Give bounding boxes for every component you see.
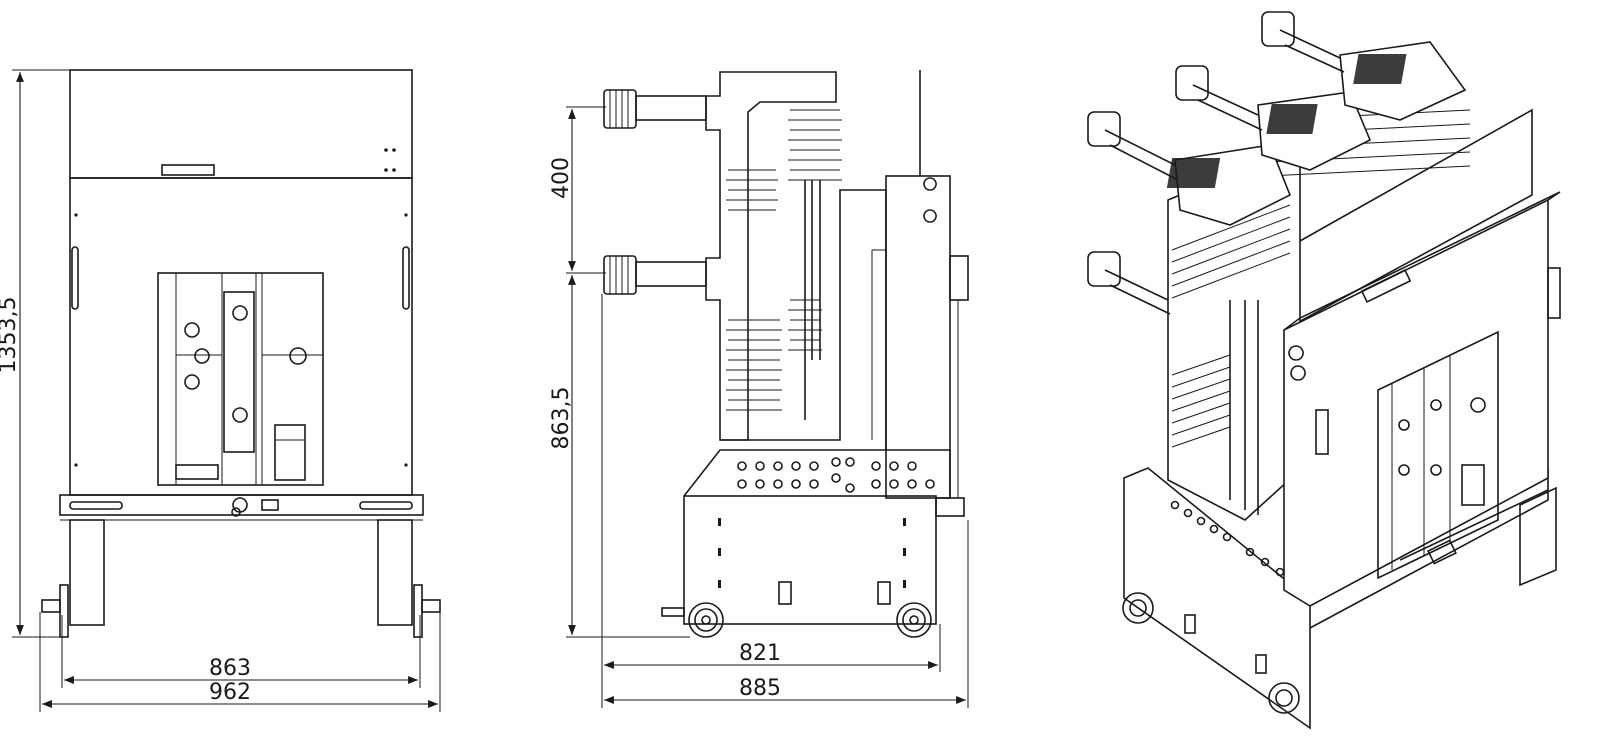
dim-front-outer-width: 962 — [209, 680, 251, 705]
dim-side-lower-height: 863,5 — [549, 387, 574, 450]
dim-front-height: 1353,5 — [0, 297, 21, 374]
side-view — [603, 70, 969, 638]
isometric-view — [1087, 11, 1561, 730]
dim-side-inner-width: 821 — [739, 641, 781, 666]
side-dimensions: 400 863,5 821 885 — [549, 106, 969, 708]
dim-side-outer-width: 885 — [739, 676, 781, 701]
front-view — [41, 69, 441, 638]
front-dimensions: 1353,5 863 962 — [0, 69, 441, 712]
dim-side-upper-spacing: 400 — [549, 157, 574, 199]
dim-front-inner-width: 863 — [209, 656, 251, 681]
